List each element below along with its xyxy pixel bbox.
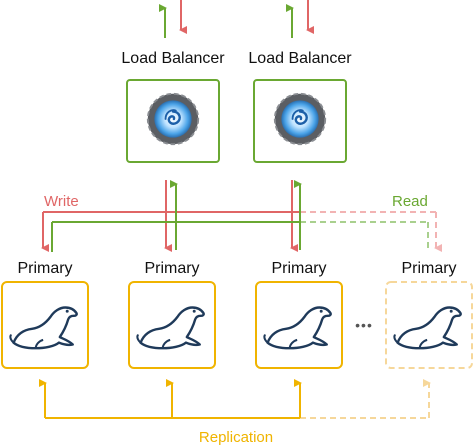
write-paths	[41, 180, 442, 252]
primary-1-label: Primary	[17, 260, 72, 277]
read-label: Read	[392, 193, 428, 210]
primary-1[interactable]	[1, 281, 89, 369]
more-nodes-ellipsis: •••	[355, 317, 373, 333]
primary-3-label: Primary	[271, 260, 326, 277]
primary-4-label: Primary	[401, 260, 456, 277]
load-balancer-1[interactable]	[126, 79, 220, 163]
read-paths	[51, 180, 429, 252]
load-balancer-portal-icon	[146, 92, 200, 146]
primary-2-label: Primary	[144, 260, 199, 277]
lb2-label: Load Balancer	[248, 50, 352, 67]
primary-3[interactable]	[255, 281, 343, 369]
write-label: Write	[44, 193, 79, 210]
load-balancer-2[interactable]	[253, 79, 347, 163]
replication-label: Replication	[199, 429, 273, 446]
primary-2[interactable]	[128, 281, 216, 369]
primary-4[interactable]	[385, 281, 473, 369]
replication-paths	[39, 379, 431, 419]
lb1-label: Load Balancer	[121, 50, 225, 67]
load-balancer-portal-icon	[273, 92, 327, 146]
